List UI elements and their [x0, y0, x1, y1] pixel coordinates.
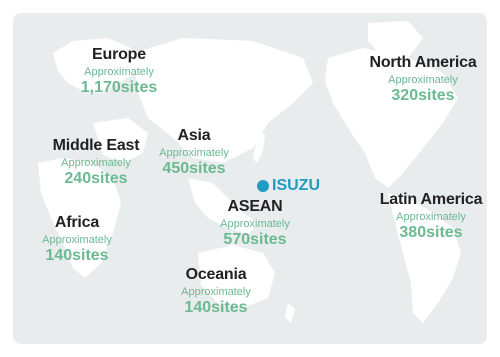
approx-label: Approximately: [388, 74, 458, 86]
land-africa: [38, 158, 121, 278]
approx-label: Approximately: [42, 234, 112, 246]
world-map-panel: Europe Approximately 1,170sites North Am…: [13, 13, 487, 344]
site-count: 320sites: [391, 87, 455, 104]
region-name: Latin America: [379, 191, 483, 208]
approx-label: Approximately: [396, 211, 466, 223]
land-europe: [53, 38, 141, 93]
site-count: 240sites: [64, 170, 128, 187]
site-count: 140sites: [45, 247, 109, 264]
approx-label: Approximately: [181, 286, 251, 298]
region-europe: Europe Approximately 1,170sites: [81, 45, 158, 97]
site-count: 380sites: [399, 224, 463, 241]
region-name: Africa: [54, 214, 100, 231]
region-north-america: North America Approximately 320sites: [369, 53, 476, 105]
hq-marker: ISUZU: [257, 177, 320, 195]
land-north-america: [325, 48, 458, 188]
approx-label: Approximately: [84, 66, 154, 78]
approx-label: Approximately: [61, 157, 131, 169]
region-name: Middle East: [52, 137, 140, 154]
land-middle-east: [93, 118, 148, 163]
world-map-graphic: [38, 21, 461, 323]
region-middle-east: Middle East Approximately 240sites: [53, 136, 140, 188]
site-count: 140sites: [184, 299, 248, 316]
land-oceania: [198, 245, 275, 308]
approx-label: Approximately: [159, 147, 229, 159]
land-greenland: [368, 21, 423, 58]
land-asia: [133, 38, 313, 163]
region-name: Asia: [177, 127, 211, 144]
approx-label: Approximately: [220, 218, 290, 230]
region-asia: Asia Approximately 450sites: [159, 126, 229, 178]
land-japan: [253, 131, 265, 163]
region-asean: ASEAN Approximately 570sites: [220, 197, 290, 249]
region-latin-america: Latin America Approximately 380sites: [380, 190, 483, 242]
site-count: 1,170sites: [80, 79, 158, 96]
location-dot-icon: [257, 180, 269, 192]
region-name: North America: [369, 54, 477, 71]
land-nz: [285, 303, 295, 323]
region-oceania: Oceania Approximately 140sites: [181, 265, 251, 317]
region-name: Oceania: [185, 266, 247, 283]
region-name: ASEAN: [227, 198, 283, 215]
land-latin-america: [388, 193, 461, 323]
region-name: Europe: [92, 46, 146, 63]
region-africa: Africa Approximately 140sites: [42, 213, 112, 265]
land-asean: [188, 178, 258, 235]
hq-label: ISUZU: [272, 177, 320, 194]
site-count: 450sites: [162, 160, 226, 177]
site-count: 570sites: [223, 231, 287, 248]
